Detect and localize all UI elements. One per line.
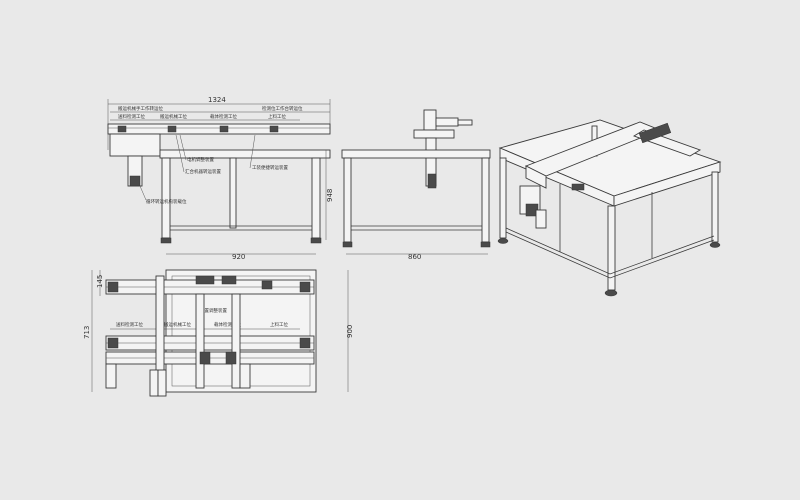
plan-block-3 bbox=[261, 280, 273, 290]
leg-right bbox=[311, 157, 321, 239]
leg-mid bbox=[229, 157, 237, 229]
dim-plan-small: 145 bbox=[96, 275, 104, 288]
iso-leg-3 bbox=[711, 171, 719, 243]
carrier-4 bbox=[269, 125, 279, 133]
note-front-inner-1: 电机调整装置 bbox=[187, 156, 214, 163]
motor-end bbox=[457, 119, 473, 126]
side-foot-right bbox=[480, 241, 491, 248]
left-module bbox=[109, 133, 161, 157]
foot-left bbox=[160, 237, 172, 244]
table-top bbox=[159, 149, 331, 159]
dim-front-height: 948 bbox=[326, 189, 334, 202]
note-front-top-right: 检测位工作台转运位 bbox=[262, 105, 303, 112]
note-front-inner-2: 汇合机器转运装置 bbox=[185, 168, 221, 175]
side-leg-left bbox=[343, 157, 352, 243]
plan-stub-left bbox=[105, 363, 117, 389]
lift-gripper bbox=[129, 175, 141, 187]
side-gripper bbox=[427, 173, 437, 189]
plan-stub-1 bbox=[149, 369, 159, 397]
iso-drive bbox=[638, 122, 672, 144]
note-front-mid-4: 上料工位 bbox=[268, 113, 286, 120]
leg-left bbox=[161, 157, 171, 239]
leader-inner-3 bbox=[249, 134, 256, 169]
note-plan-1: 送料检测工位 bbox=[116, 321, 143, 328]
note-front-mid-3: 载体检测工位 bbox=[210, 113, 237, 120]
foot-right bbox=[310, 237, 322, 244]
note-plan-4: 上料工位 bbox=[270, 321, 288, 328]
leader-inner-1 bbox=[179, 134, 187, 161]
iso-table-top bbox=[498, 119, 722, 197]
iso-foot-2 bbox=[604, 289, 618, 297]
note-front-bottom: 循环转运机构装载位 bbox=[146, 198, 187, 205]
side-table-top bbox=[341, 149, 491, 159]
carrier-2 bbox=[167, 125, 177, 133]
carrier-3 bbox=[219, 125, 229, 133]
leader-bottom bbox=[139, 185, 147, 201]
plan-end-bottom bbox=[299, 337, 311, 349]
plan-stub-2 bbox=[157, 369, 167, 397]
dim-front-width: 1324 bbox=[208, 96, 226, 104]
note-plan-2: 搬运机械工位 bbox=[164, 321, 191, 328]
carrier-1 bbox=[117, 125, 127, 133]
plan-stub-right bbox=[239, 363, 251, 389]
plan-block-4 bbox=[199, 351, 211, 365]
side-view: 860 bbox=[341, 109, 491, 261]
note-plan-top: 装置调整装置 bbox=[200, 307, 227, 314]
iso-lower-frame bbox=[505, 227, 715, 275]
note-front-inner-3: 工装便捷转运装置 bbox=[252, 164, 288, 171]
note-plan-3: 载体检测工位 bbox=[214, 321, 241, 328]
motor-arm bbox=[435, 117, 459, 127]
plan-motor-bottom bbox=[107, 337, 119, 349]
iso-conveyor-end bbox=[525, 165, 547, 189]
plan-cross-2 bbox=[195, 293, 205, 389]
plan-cross-3 bbox=[231, 293, 241, 389]
dim-plan-tall: 713 bbox=[83, 326, 91, 339]
plan-block-2 bbox=[221, 275, 237, 285]
note-front-top-left: 搬运机械手工作转运位 bbox=[118, 105, 163, 112]
iso-lower-frame-2 bbox=[505, 231, 715, 279]
iso-foot-3 bbox=[709, 242, 721, 248]
leader-inner-2 bbox=[175, 134, 185, 173]
isometric-view bbox=[497, 119, 722, 297]
iso-leg-1 bbox=[499, 157, 507, 239]
motor-block bbox=[423, 109, 437, 131]
plan-motor-top bbox=[107, 281, 119, 293]
side-foot-left bbox=[342, 241, 353, 248]
plan-block-5 bbox=[225, 351, 237, 365]
dim-front-base: 920 bbox=[232, 253, 245, 261]
plan-end-top bbox=[299, 281, 311, 293]
iso-foot-1 bbox=[497, 238, 509, 244]
note-front-mid-2: 搬运机械工位 bbox=[160, 113, 187, 120]
carriage bbox=[413, 129, 455, 139]
iso-z-arm bbox=[535, 209, 547, 229]
plan-block-1 bbox=[195, 275, 215, 285]
dim-plan-right: 900 bbox=[346, 325, 354, 338]
plan-view: 713 145 900 装置调整装置 送料检测工位 搬运机械工位 载体检测工位 … bbox=[83, 269, 354, 397]
note-front-mid-1: 送料检测工位 bbox=[118, 113, 145, 120]
conveyor-rail bbox=[107, 123, 331, 135]
dim-side-base: 860 bbox=[408, 253, 421, 261]
side-leg-right bbox=[481, 157, 490, 243]
iso-top-side bbox=[613, 161, 721, 207]
iso-sensor bbox=[571, 183, 585, 191]
front-view: 1324 搬运机械手工作转运位 检测位工作台转运位 送料检测工位 搬运机械工位 … bbox=[107, 96, 334, 261]
